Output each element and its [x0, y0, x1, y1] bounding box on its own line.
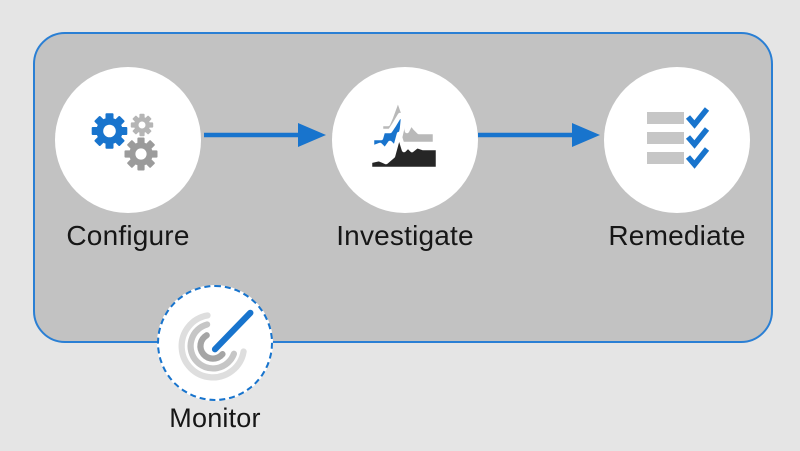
monitor-node [157, 285, 273, 401]
step-node-investigate [332, 67, 478, 213]
step-node-configure [55, 67, 201, 213]
step-label-remediate: Remediate [608, 220, 746, 251]
arrow-investigate-to-remediate-icon [478, 123, 600, 147]
step-label-configure: Configure [66, 220, 190, 251]
gears-icon [91, 113, 158, 171]
monitor-label: Monitor [169, 403, 261, 433]
area-chart-icon [367, 95, 441, 172]
radar-target-icon [178, 309, 254, 381]
step-label-investigate: Investigate [336, 220, 474, 251]
step-node-remediate [604, 67, 750, 213]
arrow-configure-to-investigate-icon [204, 123, 326, 147]
checklist-icon [647, 107, 710, 169]
